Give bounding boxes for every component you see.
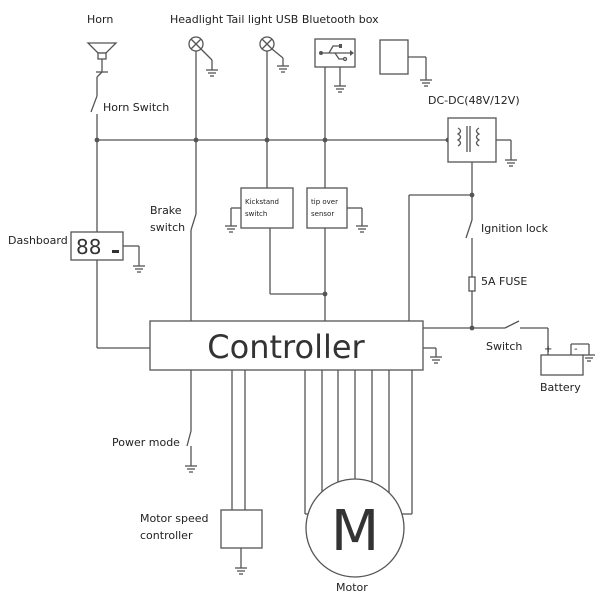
headlight-group-label: Headlight Tail light USB Bluetooth box <box>170 13 379 26</box>
battery-plus: + <box>544 344 552 355</box>
bluetooth-box <box>379 39 427 80</box>
dcdc-label: DC-DC(48V/12V) <box>428 94 520 107</box>
ground-icon <box>334 85 346 93</box>
dashboard-label: Dashboard <box>8 234 68 247</box>
battery-icon: + - <box>540 343 590 376</box>
motor-speed-controller-box <box>220 509 263 568</box>
ground-icon <box>505 159 517 167</box>
tail-light-lamp-icon <box>259 36 284 66</box>
transformer-icon <box>447 117 512 163</box>
tipover-label-line1: tip over <box>311 198 338 206</box>
ground-icon <box>277 65 289 73</box>
junction-dots <box>94 137 475 331</box>
controller-box: Controller <box>149 320 424 371</box>
ground-icon <box>133 265 145 273</box>
battery-minus: - <box>574 344 578 355</box>
power-mode-switch-icon <box>186 430 192 447</box>
ignition-lock-switch-icon <box>465 219 473 239</box>
motor-icon: M <box>305 478 405 578</box>
headlight-lamp-icon <box>188 36 213 70</box>
brake-switch-label-line1: Brake <box>150 204 182 217</box>
tipover-label-line2: sensor <box>311 210 334 218</box>
motor-speed-label-line2: controller <box>140 529 193 542</box>
fuse-icon <box>468 276 476 292</box>
controller-label: Controller <box>207 328 365 366</box>
motor-label: Motor <box>336 581 368 593</box>
dashboard-digits: 88 <box>76 235 101 259</box>
horn-label: Horn <box>87 13 113 26</box>
kickstand-switch-box: Kickstand switch <box>230 187 294 229</box>
ground-icon <box>356 225 368 233</box>
kickstand-label-line1: Kickstand <box>245 198 279 206</box>
battery-label: Battery <box>540 381 581 394</box>
switch-label: Switch <box>486 340 522 353</box>
ground-icon <box>430 348 442 364</box>
usb-icon <box>314 38 356 86</box>
ground-icon <box>420 79 432 87</box>
horn-switch-icon <box>90 95 98 113</box>
motor-speed-label-line1: Motor speed <box>140 512 209 525</box>
power-mode-label: Power mode <box>112 436 180 449</box>
ground-icon <box>583 354 595 362</box>
brake-switch-label-line2: switch <box>150 221 185 234</box>
horn-switch-label: Horn Switch <box>103 101 169 114</box>
brake-switch-icon <box>190 213 197 231</box>
main-switch-icon <box>504 320 520 329</box>
ground-icon <box>235 567 247 575</box>
ground-icon <box>206 69 218 77</box>
horn-icon <box>86 42 118 73</box>
wires <box>96 51 549 515</box>
motor-letter: M <box>331 499 379 564</box>
ground-icon <box>185 465 197 473</box>
tipover-sensor-box: tip over sensor <box>306 187 363 229</box>
ground-icon <box>225 225 237 233</box>
fuse-label: 5A FUSE <box>481 275 527 288</box>
ignition-lock-label: Ignition lock <box>481 222 549 235</box>
dashboard-display: 88 <box>70 231 140 266</box>
kickstand-label-line2: switch <box>245 210 267 218</box>
